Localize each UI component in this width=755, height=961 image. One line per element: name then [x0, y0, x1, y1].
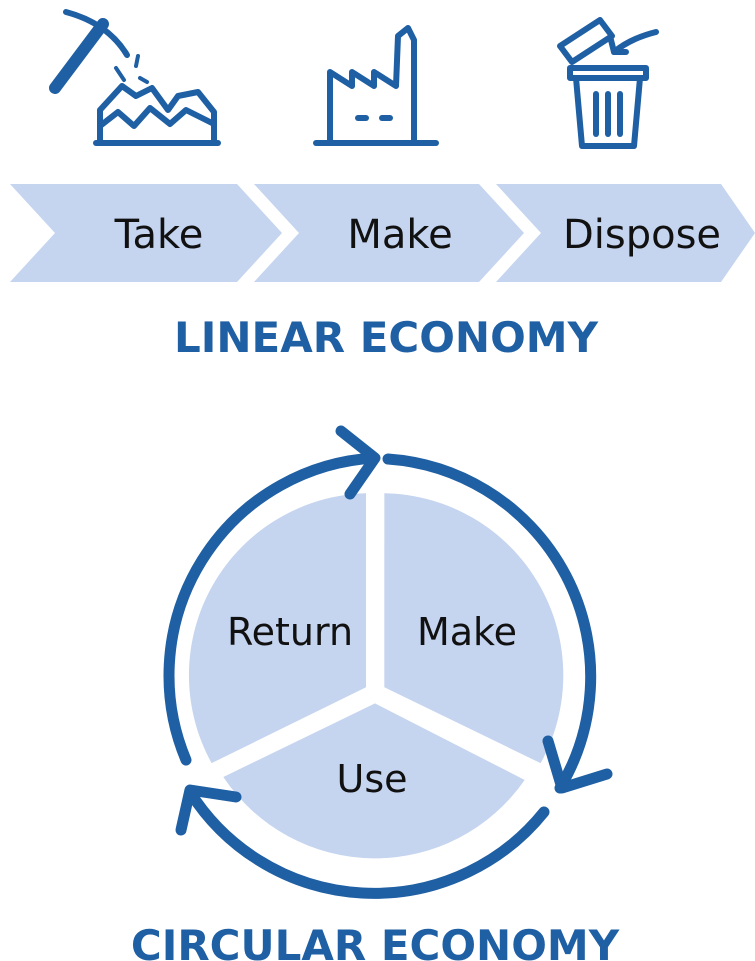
trash-bin-icon — [557, 17, 659, 149]
segment-make — [384, 493, 564, 764]
cycle-arrowhead-right — [542, 735, 613, 794]
dispose-chevron — [496, 184, 755, 282]
step-label-take: Take — [114, 212, 204, 258]
segment-use — [223, 703, 525, 859]
linear-economy-title: LINEAR ECONOMY — [174, 313, 599, 362]
segment-label-use: Use — [337, 757, 408, 801]
segment-return — [188, 493, 367, 764]
cycle-arc-left — [163, 452, 380, 766]
circular-economy-title: CIRCULAR ECONOMY — [131, 921, 620, 961]
pickaxe-icon — [49, 9, 221, 146]
linear-economy-section: Take Make Dispose LINEAR ECONOMY — [10, 9, 755, 362]
circular-economy-section: Return Make Use CIRCULAR ECONOMY — [131, 425, 620, 961]
factory-icon — [313, 25, 439, 146]
segment-label-return: Return — [227, 610, 353, 654]
step-label-make: Make — [347, 212, 452, 258]
take-chevron — [10, 184, 282, 282]
cycle-arc-bottom — [184, 786, 550, 899]
segment-label-make: Make — [417, 610, 517, 654]
cycle-arrows — [163, 425, 613, 899]
cycle-arc-top-right — [382, 453, 597, 794]
step-label-dispose: Dispose — [563, 212, 721, 258]
cycle-arrowhead-left — [175, 784, 242, 836]
cycle-arrowhead-top — [335, 425, 381, 500]
make-chevron — [254, 184, 524, 282]
